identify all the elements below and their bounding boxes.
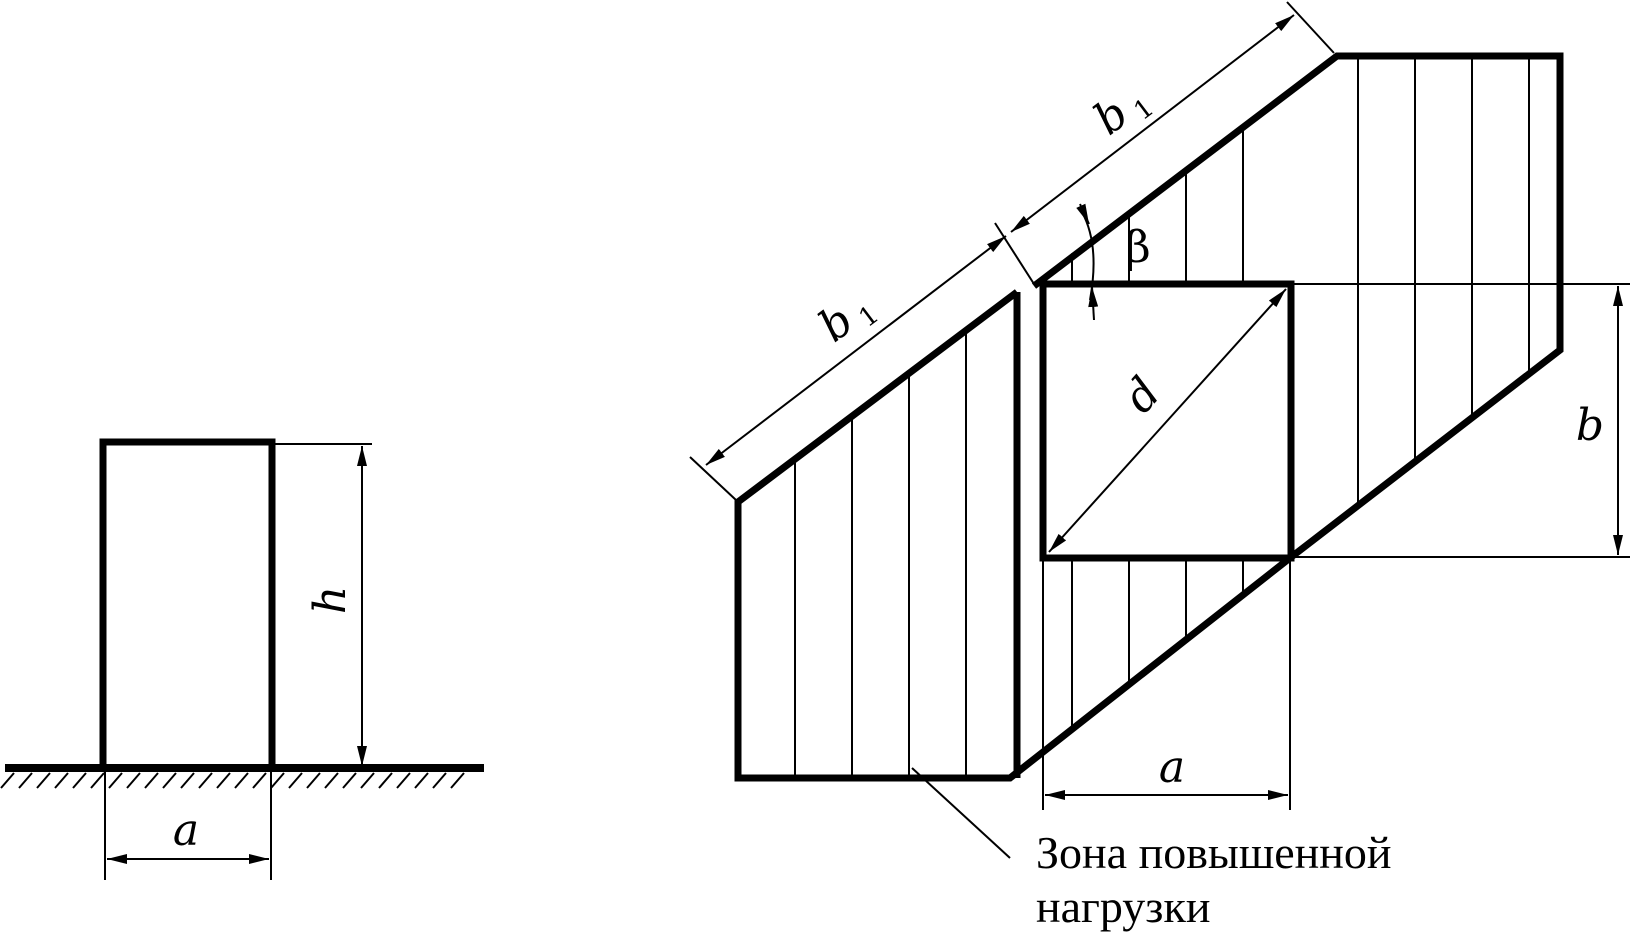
ground-hatch-mark (288, 772, 303, 789)
ground-hatching (0, 772, 465, 789)
diagonal-label: d (1114, 368, 1171, 423)
b1-label-lower: b 1 (810, 295, 885, 353)
b1-label-upper: b 1 (1085, 88, 1160, 146)
ground-hatch-mark (450, 772, 465, 789)
ground-hatch-mark (198, 772, 213, 789)
b1-ext-mid (994, 222, 1035, 285)
ground-hatch-mark (306, 772, 321, 789)
square-footprint (1039, 280, 1295, 562)
ground-hatch-mark (162, 772, 177, 789)
ground-hatch-mark (126, 772, 141, 789)
angle-arrow-top (1076, 203, 1090, 225)
ground-hatch-mark (270, 772, 285, 789)
ground-hatch-mark (234, 772, 249, 789)
width-label-left: a (173, 805, 199, 856)
b1-ext-lower (689, 456, 737, 501)
zone-hatching (794, 56, 1530, 778)
ground-hatch-mark (216, 772, 231, 789)
ground-hatch-mark (342, 772, 357, 789)
ground-hatch-mark (90, 772, 105, 789)
angle-label: β (1125, 222, 1150, 273)
svg-text:b: b (810, 295, 863, 353)
svg-text:1: 1 (854, 300, 885, 334)
b1-dim-lower (705, 235, 1007, 466)
zone-caption-line2: нагрузки (1036, 881, 1210, 932)
b1-ext-upper (1286, 1, 1335, 54)
ground-hatch-mark (18, 772, 33, 789)
ground-hatch-mark (396, 772, 411, 789)
b-label: b (1576, 400, 1604, 451)
ground-hatch-mark (432, 772, 447, 789)
svg-text:b: b (1085, 88, 1138, 146)
ground-hatch-mark (54, 772, 69, 789)
ground-hatch-mark (324, 772, 339, 789)
ground-hatch-mark (36, 772, 51, 789)
ground-hatch-mark (0, 772, 15, 789)
ground-hatch-mark (72, 772, 87, 789)
diagonal-line (1048, 288, 1287, 553)
left-figure: h a (0, 438, 484, 880)
b1-dim-upper (1010, 14, 1295, 233)
ground-hatch-mark (414, 772, 429, 789)
ground-hatch-mark (108, 772, 123, 789)
block-rect (99, 438, 276, 772)
ground-hatch-mark (252, 772, 267, 789)
ground-hatch-mark (360, 772, 375, 789)
ground-hatch-mark (378, 772, 393, 789)
zone-caption-line1: Зона повышенной (1036, 827, 1392, 878)
a-label: a (1159, 742, 1185, 793)
right-figure: d b 1 b 1 β b a Зона повышенной (689, 1, 1630, 932)
height-label: h (305, 586, 356, 614)
ground-hatch-mark (180, 772, 195, 789)
caption-leader (911, 767, 1011, 859)
ground-hatch-mark (144, 772, 159, 789)
angle-arrow-bottom (1088, 286, 1099, 321)
